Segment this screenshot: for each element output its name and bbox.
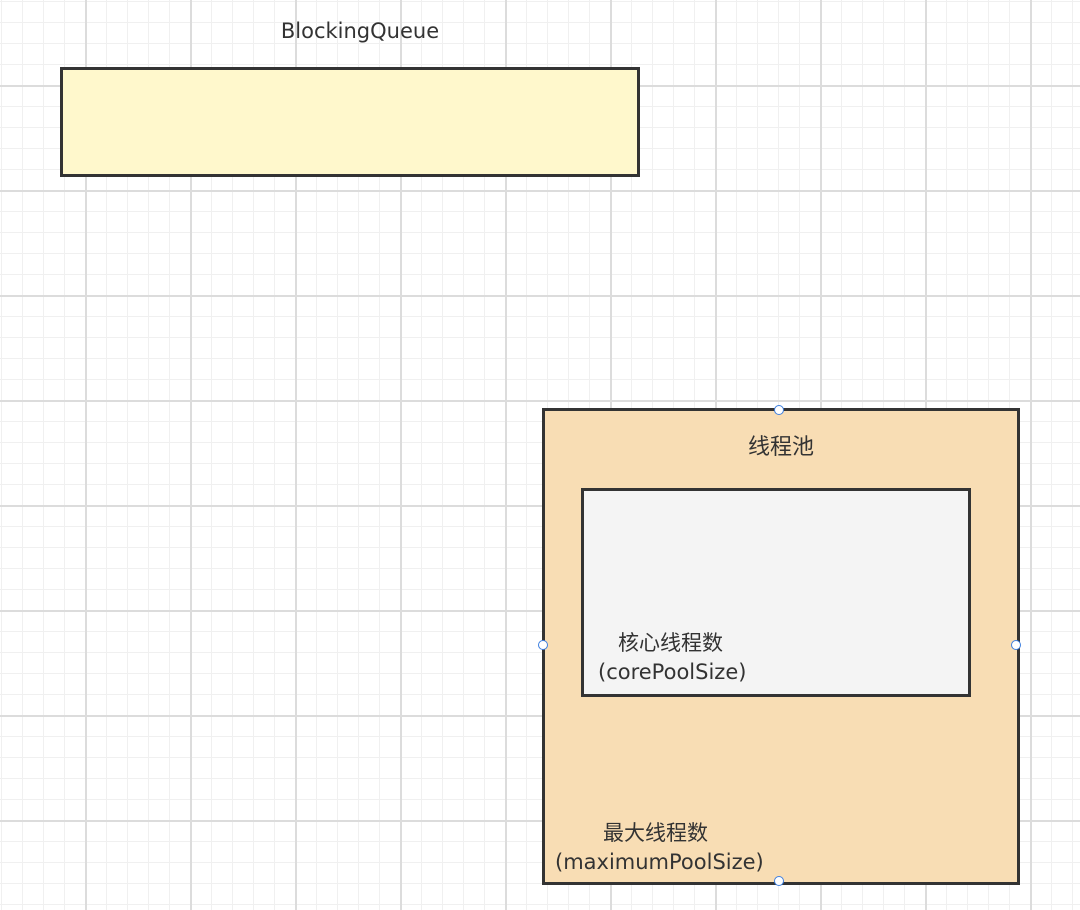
core-pool-label-en: (corePoolSize) [598, 660, 747, 684]
thread-pool-box[interactable]: 线程池 核心线程数 (corePoolSize) 最大线程数 (maximumP… [542, 408, 1020, 885]
core-pool-box[interactable]: 核心线程数 (corePoolSize) [581, 488, 971, 697]
resize-handle-left[interactable] [538, 640, 548, 650]
resize-handle-bottom[interactable] [774, 876, 784, 886]
core-pool-label-cn: 核心线程数 [618, 631, 723, 655]
core-pool-label: 核心线程数 (corePoolSize) [598, 629, 746, 687]
max-pool-label-cn: 最大线程数 [603, 821, 708, 845]
max-pool-label-en: (maximumPoolSize) [555, 850, 764, 874]
thread-pool-title: 线程池 [747, 435, 814, 460]
blocking-queue-box[interactable] [60, 67, 640, 177]
blocking-queue-title: BlockingQueue [280, 19, 440, 43]
max-pool-label: 最大线程数 (maximumPoolSize) [555, 819, 764, 877]
resize-handle-top[interactable] [774, 405, 784, 415]
resize-handle-right[interactable] [1011, 640, 1021, 650]
